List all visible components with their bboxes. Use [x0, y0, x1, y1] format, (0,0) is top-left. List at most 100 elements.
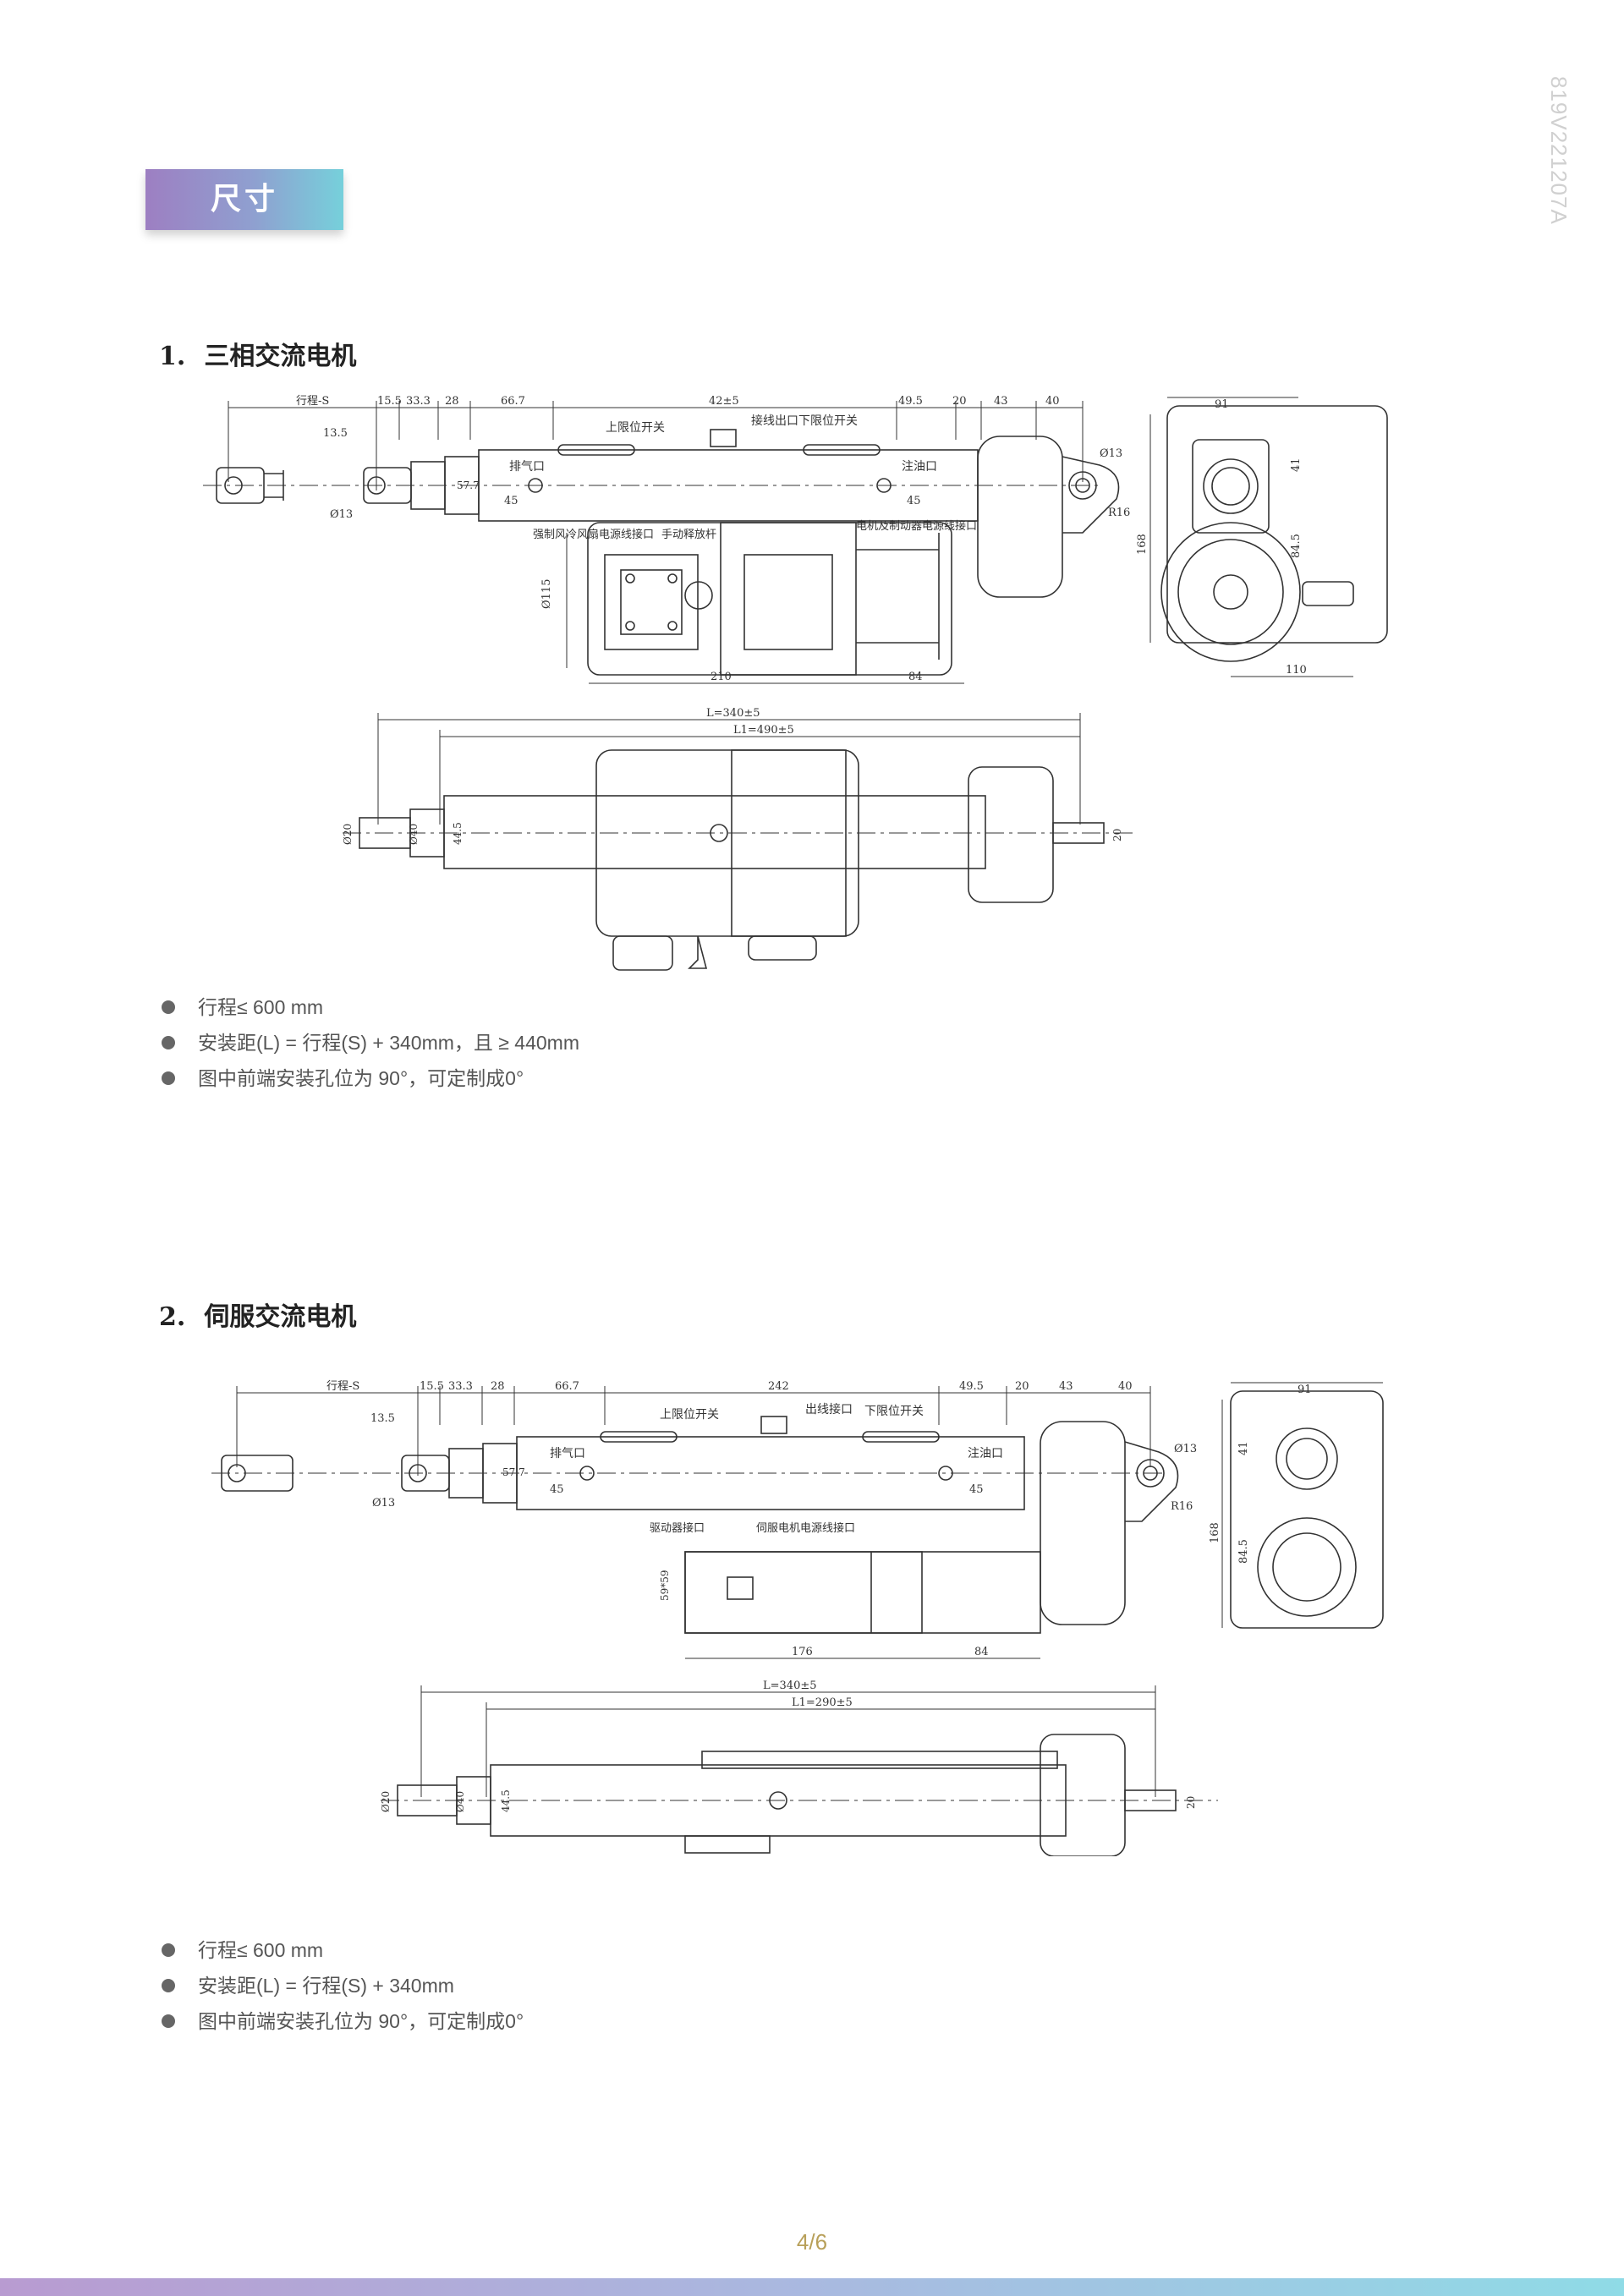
dim-40: 40	[1118, 1380, 1133, 1393]
dim-dia20: Ø20	[342, 824, 354, 845]
label-motor-port: 电机及制动器电源线接口	[856, 519, 977, 533]
bullet-icon	[162, 1943, 175, 1957]
label-lower-limit: 下限位开关	[798, 414, 858, 428]
bullet-icon	[162, 1036, 175, 1049]
dim-66-7: 66.7	[555, 1380, 579, 1393]
dim-84: 84	[908, 671, 923, 683]
section-title-badge: 尺寸	[145, 169, 343, 230]
note-item: 图中前端安装孔位为 90°，可定制成0°	[159, 2003, 524, 2039]
dim-dia115: Ø115	[540, 579, 553, 609]
document-code: 819V221207A	[1546, 76, 1572, 225]
dim-41: 41	[1237, 1441, 1250, 1455]
dim-210: 210	[710, 671, 732, 683]
section-1-heading: 三相交流电机	[204, 342, 357, 371]
dim-91: 91	[1298, 1384, 1312, 1396]
drawing-three-phase-top: 行程-S 15.5 33.3 28 66.7 42±5 49.5 20 43 4…	[203, 389, 1404, 693]
label-fan-port: 强制风冷风扇电源线接口	[533, 528, 654, 541]
dim-20: 20	[952, 395, 967, 408]
footer-gradient-bar	[0, 2278, 1624, 2296]
note-item: 安装距(L) = 行程(S) + 340mm	[159, 1968, 524, 2003]
bullet-icon	[162, 1071, 175, 1085]
dim-57-7: 57.7	[457, 479, 480, 491]
dim-49-5: 49.5	[898, 395, 923, 408]
dim-43: 43	[994, 395, 1008, 408]
dim-13-5: 13.5	[323, 427, 348, 440]
section-1-notes: 行程≤ 600 mm 安装距(L) = 行程(S) + 340mm，且 ≥ 44…	[159, 989, 579, 1096]
dim-45-left: 45	[504, 495, 518, 507]
dim-dia13-left: Ø13	[330, 508, 353, 521]
section-1-number: 1.	[159, 342, 186, 371]
dim-l: L=340±5	[763, 1680, 817, 1692]
dim-40: 40	[1045, 395, 1060, 408]
dim-57-7: 57.7	[502, 1466, 525, 1478]
dim-84-5: 84.5	[1237, 1539, 1250, 1564]
dim-45-right: 45	[969, 1483, 984, 1496]
dim-dia13-right: Ø13	[1174, 1443, 1197, 1455]
label-oil-port: 注油口	[902, 460, 937, 474]
dim-middle: 42±5	[709, 395, 739, 408]
dim-l: L=340±5	[706, 707, 760, 720]
bullet-icon	[162, 1000, 175, 1014]
dim-dia13-right: Ø13	[1100, 447, 1122, 460]
dim-44-5: 44.5	[452, 822, 464, 845]
dim-43: 43	[1059, 1380, 1073, 1393]
dim-33-3: 33.3	[448, 1380, 473, 1393]
dim-l1: L1=490±5	[733, 724, 794, 737]
section-2-notes: 行程≤ 600 mm 安装距(L) = 行程(S) + 340mm 图中前端安装…	[159, 1932, 524, 2039]
section-2-number: 2.	[159, 1302, 186, 1332]
dim-20: 20	[1015, 1380, 1029, 1393]
dim-stroke: 行程-S	[296, 395, 329, 408]
bullet-icon	[162, 1979, 175, 1992]
label-servo-port: 伺服电机电源线接口	[756, 1521, 855, 1535]
dim-dia40: Ø40	[454, 1791, 466, 1812]
dim-13-5: 13.5	[370, 1412, 395, 1425]
dim-44-5: 44.5	[500, 1789, 512, 1812]
dim-45-right: 45	[907, 495, 921, 507]
label-cable-outlet: 接线出口	[751, 414, 798, 428]
dim-20-end: 20	[1185, 1796, 1197, 1809]
dim-41: 41	[1290, 458, 1303, 472]
dim-dia40: Ø40	[408, 824, 420, 845]
drawing-three-phase-bottom: L=340±5 L1=490±5 Ø20 Ø40 44.5 20	[326, 706, 1138, 977]
label-driver-port: 驱动器接口	[650, 1521, 705, 1535]
dim-r16: R16	[1171, 1500, 1193, 1513]
dim-59x59: 59*59	[659, 1570, 671, 1601]
dim-168: 168	[1209, 1522, 1221, 1543]
label-vent: 排气口	[550, 1447, 585, 1460]
dim-91: 91	[1215, 398, 1229, 411]
label-manual-release: 手动释放杆	[661, 529, 716, 541]
label-upper-limit: 上限位开关	[606, 421, 665, 435]
dim-168: 168	[1136, 534, 1149, 555]
label-vent: 排气口	[509, 460, 545, 474]
dim-84: 84	[974, 1646, 989, 1658]
label-upper-limit: 上限位开关	[660, 1408, 719, 1422]
section-1-title: 1. 三相交流电机	[159, 335, 356, 372]
label-cable-outlet: 出线接口	[805, 1402, 853, 1417]
drawing-servo-top: 行程-S 15.5 33.3 28 66.7 242 49.5 20 43 40…	[211, 1374, 1413, 1670]
note-item: 行程≤ 600 mm	[159, 989, 579, 1025]
dim-28: 28	[491, 1380, 505, 1393]
label-lower-limit: 下限位开关	[864, 1405, 924, 1418]
dim-110: 110	[1286, 664, 1307, 677]
dim-dia13-left: Ø13	[372, 1497, 395, 1510]
dim-15-5: 15.5	[377, 395, 402, 408]
drawing-servo-bottom: L=340±5 L1=290±5 Ø20 Ø40 44.5 20	[364, 1679, 1218, 1856]
note-item: 行程≤ 600 mm	[159, 1932, 524, 1968]
dim-r16: R16	[1108, 507, 1130, 519]
dim-15-5: 15.5	[420, 1380, 444, 1393]
dim-176: 176	[792, 1646, 813, 1658]
label-oil-port: 注油口	[968, 1447, 1003, 1460]
dim-84-5: 84.5	[1290, 534, 1303, 558]
bullet-icon	[162, 2014, 175, 2028]
dim-45-left: 45	[550, 1483, 564, 1496]
dim-33-3: 33.3	[406, 395, 431, 408]
section-2-heading: 伺服交流电机	[204, 1302, 357, 1332]
dim-stroke: 行程-S	[326, 1380, 359, 1393]
dim-middle: 242	[768, 1380, 789, 1393]
section-2-title: 2. 伺服交流电机	[159, 1296, 356, 1333]
dim-28: 28	[445, 395, 459, 408]
dim-l1: L1=290±5	[792, 1696, 853, 1709]
dim-20-end: 20	[1111, 829, 1123, 841]
dim-66-7: 66.7	[501, 395, 525, 408]
dim-49-5: 49.5	[959, 1380, 984, 1393]
